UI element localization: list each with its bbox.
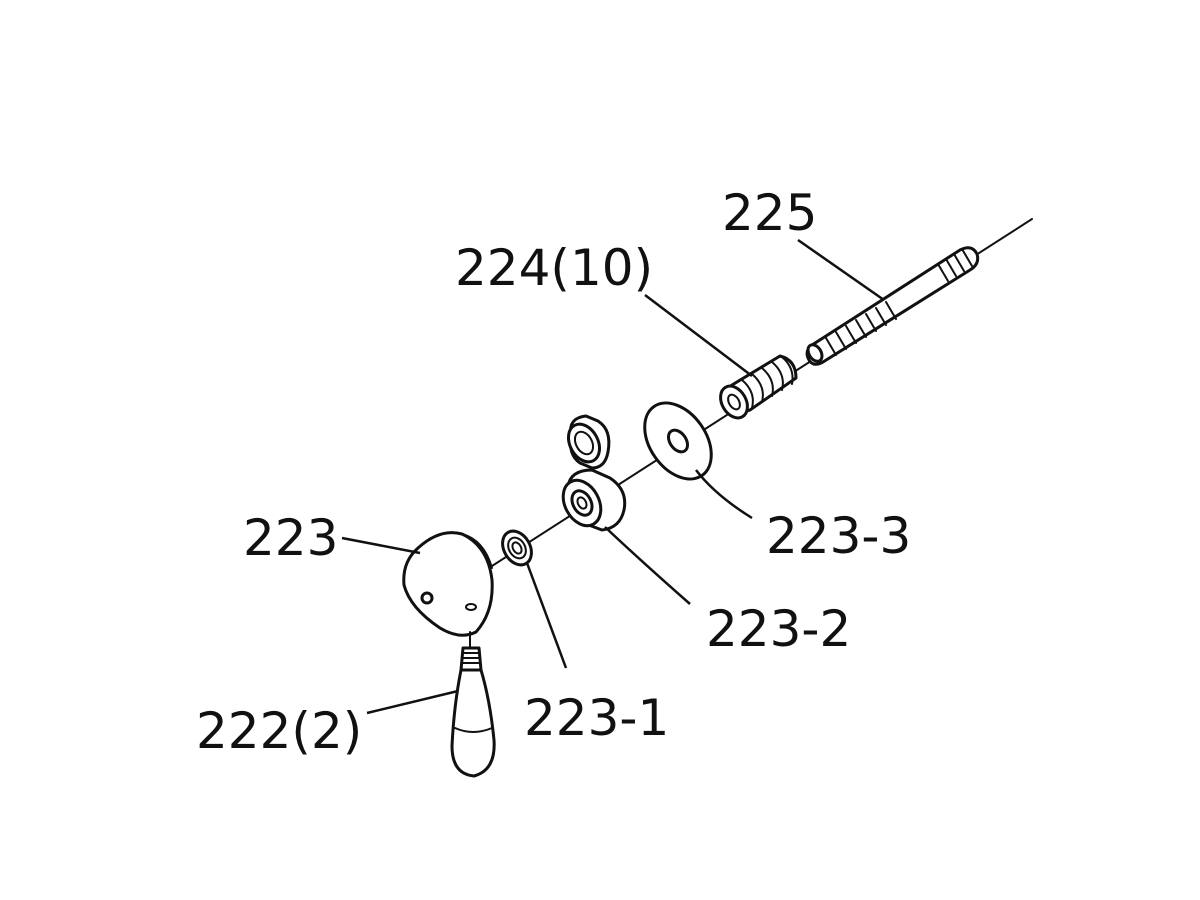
part-223-1-nut [501,529,533,567]
leader-223-3 [695,469,753,520]
part-225-threaded-shaft [805,246,980,366]
part-222-handle [450,631,496,778]
part-224-spring [719,354,798,420]
leader-224 [644,294,753,377]
thread-lines-rear [937,248,973,282]
label-223: 223 [243,509,338,567]
leader-223-1 [525,562,568,669]
leader-222 [366,689,459,715]
small-bushing [566,414,611,470]
part-223-2-collar [561,468,627,532]
leader-223 [341,536,421,555]
thread-lines-front [825,301,897,356]
part-223-3-washer [643,401,713,481]
label-224: 224(10) [455,239,653,297]
label-223-3: 223-3 [766,507,911,565]
part-223-disc [402,531,494,637]
label-225: 225 [722,184,817,242]
leader-225 [797,238,885,302]
label-223-2: 223-2 [706,600,851,658]
label-223-1: 223-1 [524,689,669,747]
label-222: 222(2) [196,702,362,760]
leader-223-2 [604,526,691,605]
